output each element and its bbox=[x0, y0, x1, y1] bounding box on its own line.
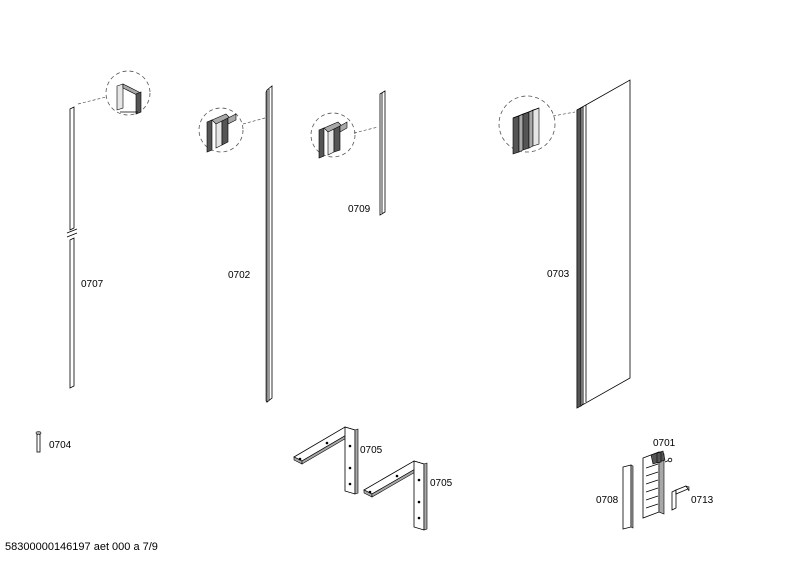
label-0703: 0703 bbox=[547, 269, 570, 280]
detail-circle-0703 bbox=[498, 95, 576, 155]
label-0713: 0713 bbox=[691, 495, 714, 506]
label-0709: 0709 bbox=[348, 204, 371, 215]
part-0703-door-panel bbox=[576, 79, 631, 409]
part-0705-bracket-a bbox=[293, 426, 359, 495]
part-0702-profile bbox=[265, 85, 273, 403]
detail-circle-0702 bbox=[198, 107, 266, 153]
exploded-parts-diagram: 0707 0702 0709 0703 0704 0705 0705 0701 … bbox=[35, 70, 714, 531]
part-0704-pin bbox=[35, 431, 42, 453]
part-0708-strip bbox=[622, 464, 634, 530]
detail-circle-0707 bbox=[77, 70, 151, 116]
detail-circle-0709 bbox=[310, 112, 379, 159]
part-0701-assembly bbox=[642, 450, 673, 519]
label-0701: 0701 bbox=[653, 438, 676, 449]
part-0705-bracket-b bbox=[363, 460, 428, 531]
label-0702: 0702 bbox=[228, 270, 251, 281]
label-0704: 0704 bbox=[49, 440, 72, 451]
part-0709-profile bbox=[379, 90, 386, 216]
label-0705-a: 0705 bbox=[360, 445, 383, 456]
label-0705-b: 0705 bbox=[430, 478, 453, 489]
label-0708: 0708 bbox=[596, 495, 619, 506]
part-0713-clip bbox=[671, 485, 690, 511]
part-0707-strip bbox=[66, 106, 78, 389]
drawing-reference-footer: 58300000146197 aet 000 a 7/9 bbox=[5, 541, 158, 553]
label-0707: 0707 bbox=[81, 279, 104, 290]
